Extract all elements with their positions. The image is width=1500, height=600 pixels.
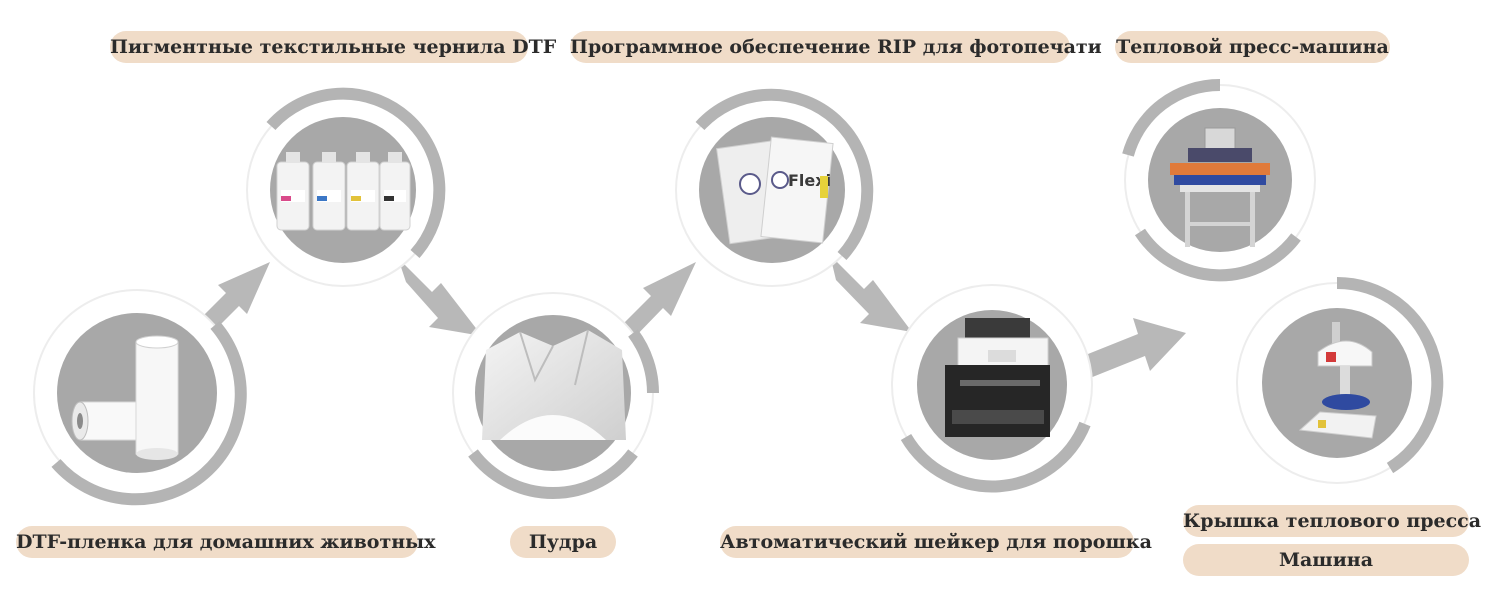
cap-press-icon — [1298, 322, 1377, 439]
node-rip: Flexi — [675, 88, 874, 287]
label-cap-press-line2: Машина — [1183, 544, 1469, 576]
powder-bag-icon — [482, 329, 626, 440]
arrow-shaker-to-press — [1083, 318, 1186, 378]
arrow-rip-to-shaker — [830, 255, 912, 332]
flow-arrows — [193, 255, 1186, 378]
rip-software-icon: Flexi — [716, 136, 834, 245]
ring-arc-top — [1122, 78, 1221, 157]
label-dtf-film: DTF-пленка для домашних животных — [16, 526, 436, 558]
node-press — [1122, 78, 1316, 282]
ring-arc — [51, 321, 247, 506]
arrow-powder-to-rip — [617, 262, 696, 342]
ring-arc-bottom — [468, 449, 638, 499]
ring-arc-right — [628, 329, 659, 394]
node-ink — [246, 87, 446, 287]
ink-bottles-icon — [276, 152, 411, 231]
powder-shaker-icon — [945, 318, 1050, 437]
node-film — [33, 289, 247, 506]
label-ink: Пигментные текстильные чернила DTF — [110, 31, 556, 63]
node-powder — [452, 292, 659, 499]
label-cap-press-line1: Крышка теплового пресса — [1183, 505, 1481, 537]
heat-press-icon — [1170, 127, 1270, 247]
label-powder: Пудра — [510, 526, 616, 558]
label-heat-press: Тепловой пресс-машина — [1115, 31, 1390, 63]
label-rip-software: Программное обеспечение RIP для фотопеча… — [570, 31, 1102, 63]
node-cap-press — [1236, 276, 1444, 484]
arrow-ink-to-powder — [398, 258, 482, 336]
arrow-film-to-ink — [193, 262, 270, 339]
film-rolls-icon — [71, 335, 179, 460]
ring-arc — [266, 87, 446, 258]
ring-arc — [1336, 276, 1444, 474]
ring-arc — [695, 88, 874, 261]
ring-arc — [900, 421, 1091, 493]
node-shaker — [891, 284, 1093, 493]
label-powder-shaker: Автоматический шейкер для порошка — [720, 526, 1152, 558]
ring-arc-bottom — [1134, 228, 1301, 282]
